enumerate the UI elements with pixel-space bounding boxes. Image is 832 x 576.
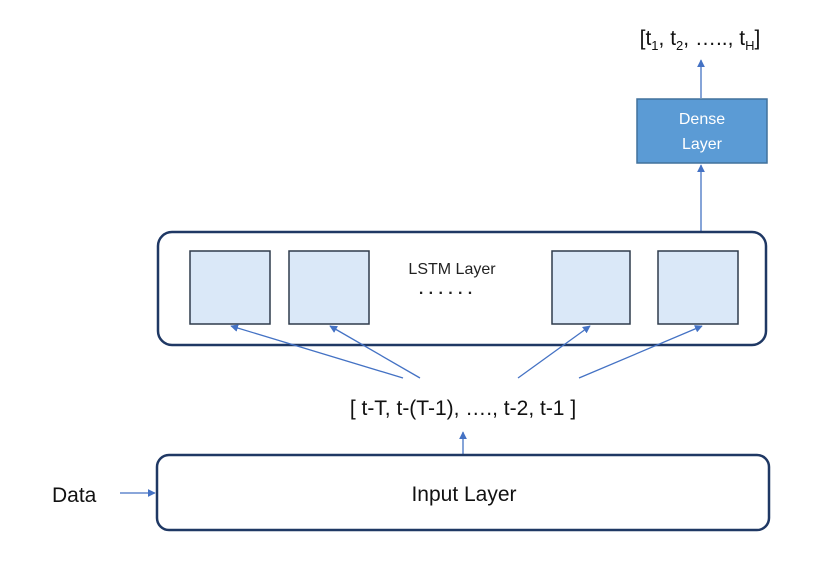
input-sequence-label: [ t-T, t-(T-1), …., t-2, t-1 ] — [350, 397, 576, 420]
dense-layer-box — [636, 98, 768, 164]
output-t1-sub: 1 — [651, 38, 658, 53]
lstm-cell-3 — [551, 250, 631, 325]
seq-to-cell-2-arrow — [329, 325, 421, 379]
output-open-bracket: [ — [640, 27, 646, 50]
lstm-cell-2 — [288, 250, 370, 325]
seq-to-cell-4-arrow — [578, 325, 703, 379]
output-tH: t — [739, 27, 745, 50]
input-layer-box — [155, 453, 771, 532]
output-sequence-label: [t1, t2, ….., tH] — [640, 27, 761, 53]
lstm-cell-1 — [189, 250, 271, 325]
input-layer-label: Input Layer — [411, 483, 516, 506]
data-label: Data — [52, 484, 97, 507]
seq-to-cell-1-arrow — [230, 324, 404, 379]
lstm-cells-ellipsis: · · · · · · — [419, 285, 473, 302]
seq-to-cell-3-arrow — [517, 325, 591, 379]
output-sep1: , — [659, 27, 671, 50]
lstm-cell-4 — [657, 250, 739, 325]
lstm-layer-label: LSTM Layer — [408, 261, 496, 278]
output-t1: t — [645, 27, 651, 50]
dense-layer-label-line1: Dense — [679, 111, 725, 128]
output-close-bracket: ] — [755, 27, 761, 50]
output-t2: t — [670, 27, 676, 50]
output-tH-sub: H — [745, 38, 754, 53]
output-t2-sub: 2 — [676, 38, 683, 53]
output-sep2: , ….., — [683, 27, 739, 50]
dense-layer-label-line2: Layer — [682, 136, 723, 153]
